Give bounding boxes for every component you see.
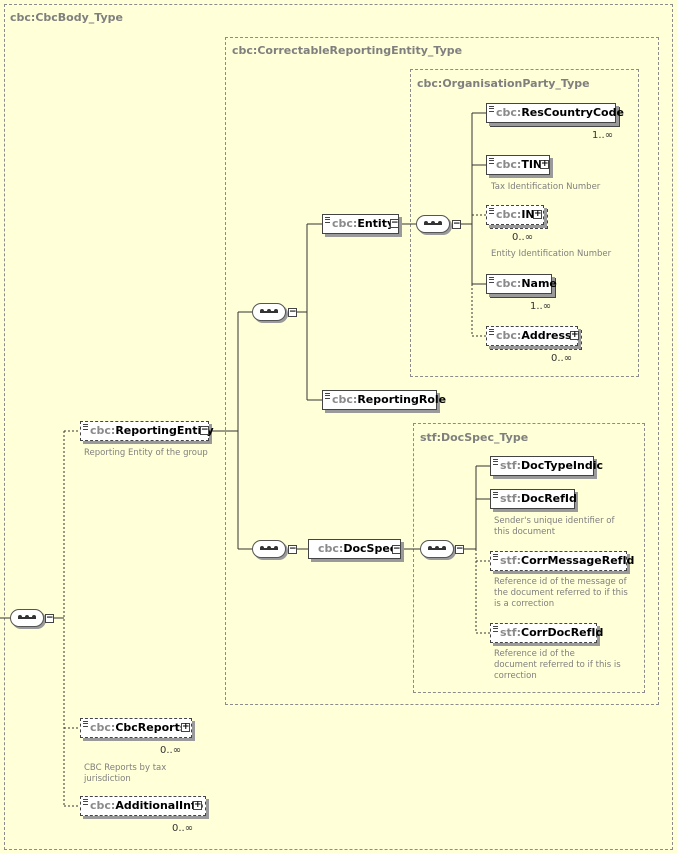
entity-collapse-toggle[interactable]: −	[390, 218, 399, 228]
corr-message-ref-id-description-line2: the document referred to if this	[494, 588, 628, 598]
docspec-inner-sequence-compositor	[420, 540, 454, 558]
correctable-type-box	[225, 37, 659, 705]
entity-sequence-collapse-toggle[interactable]: −	[288, 307, 297, 317]
corr-doc-ref-id-description-line3: correction	[494, 671, 537, 681]
root-sequence-collapse-toggle[interactable]: −	[45, 613, 54, 623]
corr-message-ref-id-description-line3: is a correction	[494, 599, 555, 609]
cbc-reports-cardinality: 0..∞	[160, 745, 182, 756]
reporting-entity-description: Reporting Entity of the group	[84, 448, 208, 458]
cbc-reports-expand-toggle[interactable]: +	[181, 722, 190, 732]
doc-ref-id-description-line2: this document	[494, 527, 556, 537]
cbcbody-type-label: cbc:CbcBody_Type	[10, 11, 123, 24]
corr-message-ref-id-element[interactable]: stf:CorrMessageRefId	[490, 551, 634, 571]
tin-element[interactable]: cbc:TIN	[486, 155, 550, 175]
in-element[interactable]: cbc:IN	[486, 205, 544, 225]
cbc-reports-element[interactable]: cbc:CbcReports	[80, 718, 192, 738]
additional-info-element[interactable]: cbc:AdditionalInfo	[80, 796, 206, 816]
docspec-type-label: stf:DocSpec_Type	[420, 431, 529, 444]
reporting-role-element[interactable]: cbc:ReportingRole	[322, 390, 446, 410]
res-country-code-cardinality: 1..∞	[592, 130, 614, 141]
res-country-code-element[interactable]: cbc:ResCountryCode	[486, 103, 624, 123]
doc-ref-id-description-line1: Sender's unique identifier of	[494, 516, 615, 526]
address-element[interactable]: cbc:Address	[486, 326, 578, 346]
additional-info-cardinality: 0..∞	[172, 823, 194, 834]
additional-info-expand-toggle[interactable]: +	[193, 800, 202, 810]
docspec-outer-sequence-collapse-toggle[interactable]: −	[288, 544, 297, 554]
corr-doc-ref-id-element[interactable]: stf:CorrDocRefId	[490, 623, 603, 643]
docspec-inner-sequence-collapse-toggle[interactable]: −	[455, 544, 464, 554]
address-cardinality: 0..∞	[551, 353, 573, 364]
reporting-entity-element[interactable]: cbc:ReportingEntity	[80, 421, 214, 441]
name-element[interactable]: cbc:Name	[486, 274, 557, 294]
organisation-type-label: cbc:OrganisationParty_Type	[417, 77, 590, 90]
cbcbody-type-box	[4, 4, 673, 850]
docspec-outer-sequence-compositor	[252, 540, 286, 558]
in-description: Entity Identification Number	[491, 249, 612, 259]
cbc-reports-description-line2: jurisdiction	[84, 774, 131, 784]
organisation-sequence-compositor	[416, 215, 450, 233]
docspec-type-box	[413, 423, 645, 693]
in-expand-toggle[interactable]: +	[533, 209, 542, 219]
docspec-collapse-toggle[interactable]: −	[392, 544, 401, 554]
corr-doc-ref-id-description-line2: document referred to if this is	[494, 660, 621, 670]
organisation-type-box	[410, 69, 639, 377]
corr-message-ref-id-description-line1: Reference id of the message of	[494, 577, 627, 587]
in-cardinality: 0..∞	[512, 232, 534, 243]
entity-sequence-compositor	[252, 303, 286, 321]
docspec-element[interactable]: cbc:DocSpec	[308, 539, 401, 559]
address-expand-toggle[interactable]: +	[570, 330, 579, 340]
name-cardinality: 1..∞	[530, 301, 552, 312]
entity-element[interactable]: cbc:Entity	[322, 214, 399, 234]
reporting-entity-collapse-toggle[interactable]: −	[200, 425, 209, 435]
corr-doc-ref-id-description-line1: Reference id of the	[494, 649, 575, 659]
doc-ref-id-element[interactable]: stf:DocRefId	[490, 489, 577, 509]
tin-description: Tax Identification Number	[491, 182, 601, 192]
correctable-type-label: cbc:CorrectableReportingEntity_Type	[232, 44, 463, 57]
organisation-sequence-collapse-toggle[interactable]: −	[452, 219, 461, 229]
cbc-reports-description-line1: CBC Reports by tax	[84, 763, 167, 773]
root-sequence-compositor	[10, 609, 44, 627]
doc-type-indic-element[interactable]: stf:DocTypeIndic	[490, 456, 603, 476]
tin-expand-toggle[interactable]: +	[540, 159, 549, 169]
